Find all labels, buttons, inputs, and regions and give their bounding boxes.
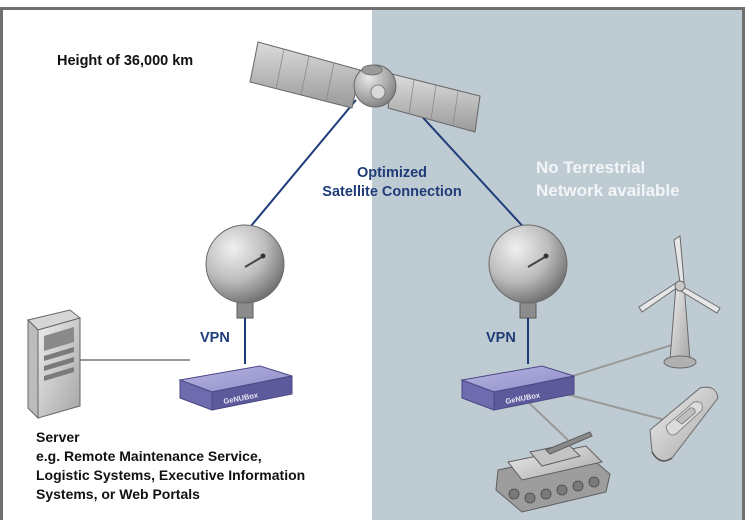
no-network-label-line2: Network available <box>536 181 680 200</box>
satellite-dish-icon <box>205 224 285 319</box>
genubox-router-icon: GeNUBox <box>460 365 575 411</box>
genubox-router-icon: GeNUBox <box>178 365 293 411</box>
connection-label-line1: Optimized <box>356 165 428 181</box>
diagram-frame <box>0 7 745 520</box>
server-line: Systems, or Web Portals <box>36 486 200 502</box>
server-line: Logistic Systems, Executive Information <box>36 467 306 483</box>
ship-icon <box>649 386 719 462</box>
altitude-label: Height of 36,000 km <box>57 53 194 69</box>
satellite-link-left <box>245 99 357 233</box>
server-title: Server <box>36 429 80 445</box>
satellite-icon <box>249 41 481 133</box>
server-description: Server e.g. Remote Maintenance Service, … <box>36 428 356 504</box>
server-tower-icon <box>27 309 82 420</box>
wind-turbine-icon <box>638 235 721 369</box>
turbine-link <box>559 344 673 381</box>
satellite-dish-icon <box>488 224 568 319</box>
connection-label-line2: Satellite Connection <box>322 184 462 200</box>
tank-link <box>525 399 569 441</box>
vpn-label-right: VPN <box>486 330 516 346</box>
no-network-label-line1: No Terrestrial <box>536 158 646 177</box>
ship-link <box>557 391 666 421</box>
server-line: e.g. Remote Maintenance Service, <box>36 448 262 464</box>
vpn-label-left: VPN <box>200 330 230 346</box>
satellite-link-right <box>404 97 529 233</box>
tank-icon <box>495 431 611 513</box>
